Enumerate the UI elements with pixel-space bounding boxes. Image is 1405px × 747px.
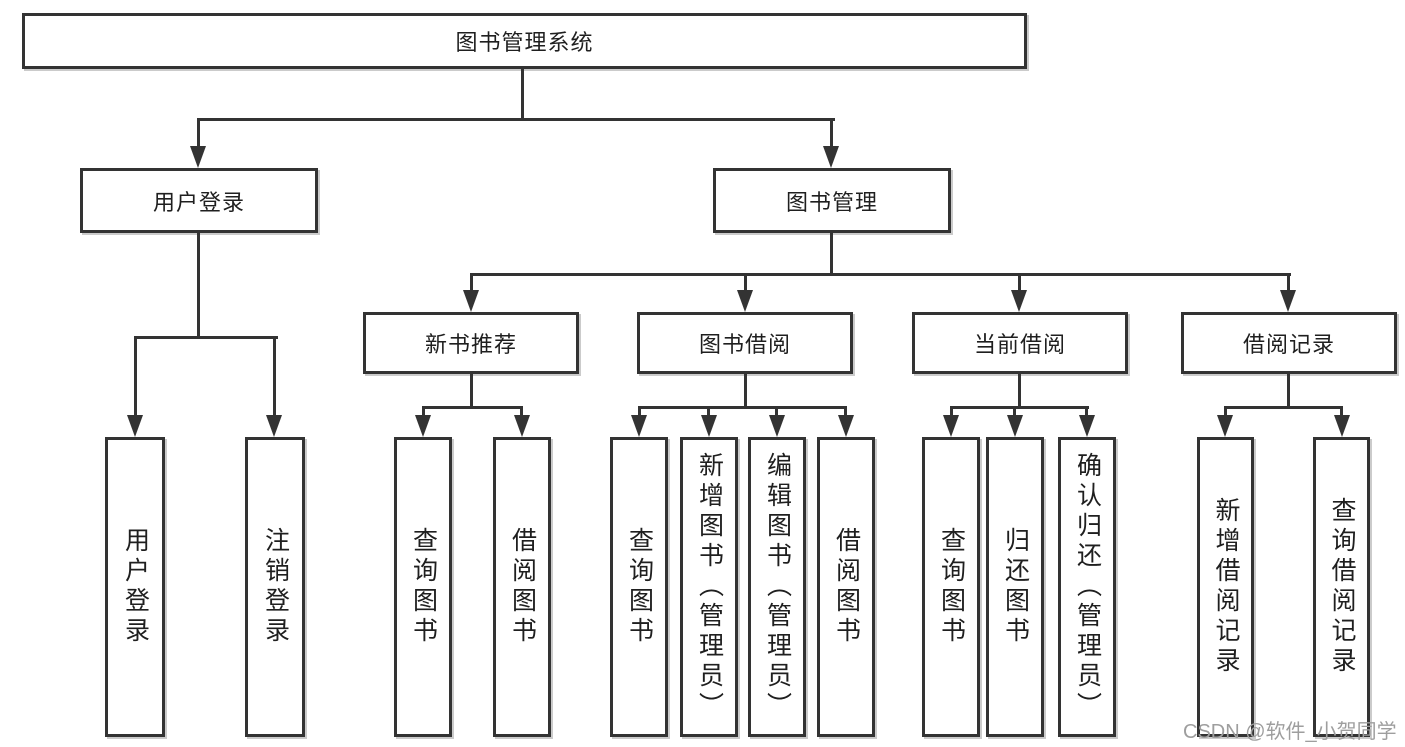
connector-line bbox=[830, 233, 833, 276]
connector-line bbox=[1013, 406, 1016, 420]
leaf-borrow-book: 借阅图书 bbox=[817, 437, 875, 737]
node-new-book-recommend-label: 新书推荐 bbox=[424, 332, 517, 357]
node-book-management: 图书管理 bbox=[713, 168, 951, 233]
leaf-query-book-borrow-label: 查询图书 bbox=[625, 527, 654, 647]
node-current-borrow: 当前借阅 bbox=[912, 312, 1128, 374]
leaf-query-borrow-record-label: 查询借阅记录 bbox=[1328, 497, 1356, 677]
leaf-confirm-return-admin-label: 确认归还（管理员） bbox=[1073, 452, 1102, 722]
node-borrow-record-label: 借阅记录 bbox=[1242, 332, 1335, 357]
arrowhead-down-icon bbox=[1011, 290, 1027, 312]
arrowhead-down-icon bbox=[737, 290, 753, 312]
connector-line bbox=[1018, 374, 1021, 409]
connector-line bbox=[844, 406, 847, 420]
node-borrow-record: 借阅记录 bbox=[1181, 312, 1397, 374]
connector-line bbox=[1085, 406, 1088, 420]
connector-line bbox=[134, 336, 137, 418]
node-root: 图书管理系统 bbox=[22, 13, 1027, 69]
arrowhead-down-icon bbox=[769, 415, 785, 437]
connector-line bbox=[1018, 273, 1021, 293]
node-book-borrow: 图书借阅 bbox=[637, 312, 853, 374]
leaf-query-book-current-label: 查询图书 bbox=[937, 527, 966, 647]
connector-line bbox=[422, 406, 523, 409]
arrowhead-down-icon bbox=[1217, 415, 1233, 437]
connector-line bbox=[775, 406, 778, 420]
connector-line bbox=[638, 406, 641, 420]
arrowhead-down-icon bbox=[463, 290, 479, 312]
arrowhead-down-icon bbox=[1280, 290, 1296, 312]
arrowhead-down-icon bbox=[701, 415, 717, 437]
arrowhead-down-icon bbox=[266, 415, 282, 437]
leaf-borrow-book-recommend-label: 借阅图书 bbox=[508, 527, 537, 647]
connector-line bbox=[1287, 374, 1290, 409]
leaf-query-book-recommend: 查询图书 bbox=[394, 437, 452, 737]
connector-line bbox=[1340, 406, 1343, 420]
connector-line bbox=[1224, 406, 1343, 409]
leaf-return-book: 归还图书 bbox=[986, 437, 1044, 737]
leaf-user-login: 用户登录 bbox=[105, 437, 165, 737]
node-new-book-recommend: 新书推荐 bbox=[363, 312, 579, 374]
arrowhead-down-icon bbox=[1334, 415, 1350, 437]
leaf-query-book-current: 查询图书 bbox=[922, 437, 980, 737]
connector-line bbox=[707, 406, 710, 420]
connector-line bbox=[1287, 273, 1290, 293]
connector-line bbox=[470, 374, 473, 409]
leaf-query-book-recommend-label: 查询图书 bbox=[409, 527, 438, 647]
connector-line bbox=[470, 273, 473, 293]
arrowhead-down-icon bbox=[838, 415, 854, 437]
arrowhead-down-icon bbox=[514, 415, 530, 437]
node-book-management-label: 图书管理 bbox=[785, 189, 878, 215]
leaf-logout-label: 注销登录 bbox=[261, 527, 290, 647]
node-current-borrow-label: 当前借阅 bbox=[973, 332, 1066, 357]
leaf-logout: 注销登录 bbox=[245, 437, 305, 737]
connector-line bbox=[273, 336, 276, 418]
leaf-query-book-borrow: 查询图书 bbox=[610, 437, 668, 737]
connector-line bbox=[197, 118, 200, 150]
leaf-add-borrow-record: 新增借阅记录 bbox=[1197, 437, 1254, 737]
connector-line bbox=[638, 406, 847, 409]
connector-line bbox=[744, 273, 747, 293]
connector-line bbox=[520, 406, 523, 420]
leaf-add-borrow-record-label: 新增借阅记录 bbox=[1212, 497, 1240, 677]
connector-line bbox=[470, 273, 1291, 276]
node-user-login-label: 用户登录 bbox=[152, 189, 245, 215]
connector-line bbox=[134, 336, 278, 339]
connector-line bbox=[744, 374, 747, 409]
arrowhead-down-icon bbox=[823, 146, 839, 168]
leaf-query-borrow-record: 查询借阅记录 bbox=[1313, 437, 1370, 737]
arrowhead-down-icon bbox=[1079, 415, 1095, 437]
connector-line bbox=[197, 233, 200, 339]
connector-line bbox=[950, 406, 1089, 409]
arrowhead-down-icon bbox=[190, 146, 206, 168]
leaf-edit-book-admin: 编辑图书（管理员） bbox=[748, 437, 806, 737]
connector-line bbox=[950, 406, 953, 420]
leaf-user-login-label: 用户登录 bbox=[121, 527, 150, 647]
arrowhead-down-icon bbox=[943, 415, 959, 437]
leaf-add-book-admin-label: 新增图书（管理员） bbox=[695, 452, 724, 722]
leaf-edit-book-admin-label: 编辑图书（管理员） bbox=[763, 452, 792, 722]
csdn-watermark: CSDN @软件_小贺同学 bbox=[1183, 721, 1397, 743]
connector-line bbox=[197, 118, 835, 121]
arrowhead-down-icon bbox=[1007, 415, 1023, 437]
connector-line bbox=[521, 66, 524, 121]
connector-line bbox=[830, 118, 833, 150]
arrowhead-down-icon bbox=[415, 415, 431, 437]
node-book-borrow-label: 图书借阅 bbox=[698, 332, 791, 357]
arrowhead-down-icon bbox=[631, 415, 647, 437]
node-root-label: 图书管理系统 bbox=[455, 30, 594, 55]
leaf-borrow-book-label: 借阅图书 bbox=[832, 527, 861, 647]
arrowhead-down-icon bbox=[127, 415, 143, 437]
leaf-add-book-admin: 新增图书（管理员） bbox=[680, 437, 738, 737]
leaf-confirm-return-admin: 确认归还（管理员） bbox=[1058, 437, 1116, 737]
leaf-borrow-book-recommend: 借阅图书 bbox=[493, 437, 551, 737]
leaf-return-book-label: 归还图书 bbox=[1001, 527, 1030, 647]
connector-line bbox=[422, 406, 425, 420]
node-user-login: 用户登录 bbox=[80, 168, 318, 233]
connector-line bbox=[1224, 406, 1227, 420]
